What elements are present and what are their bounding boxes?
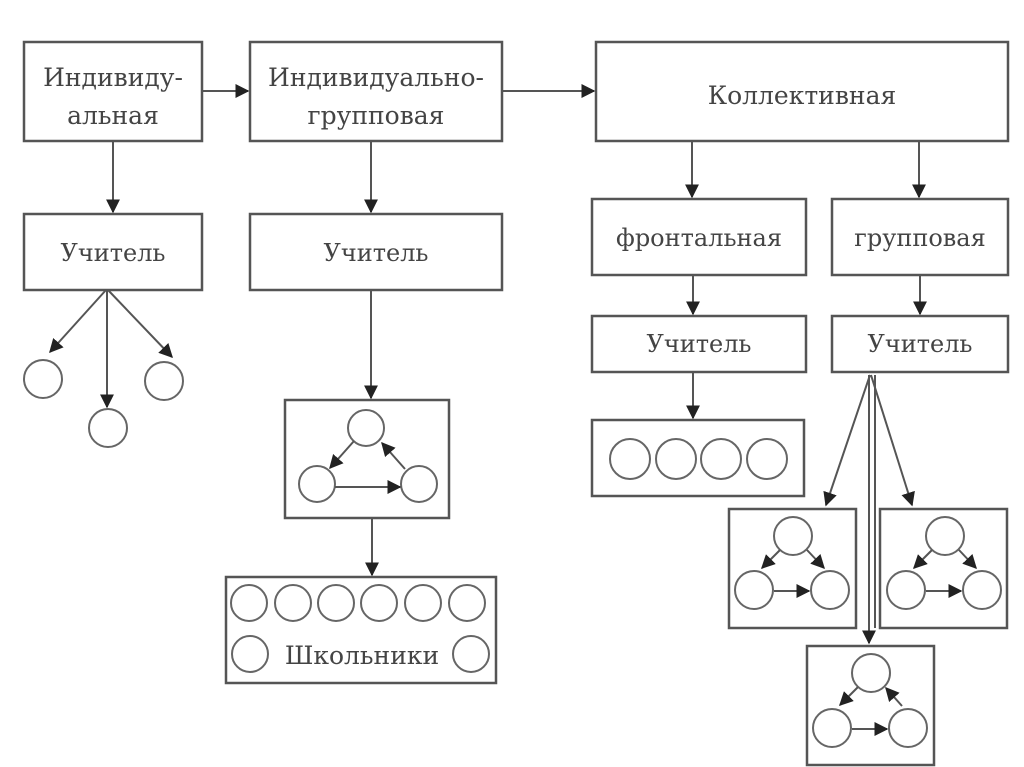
teacher-indiv-group-label: Учитель	[324, 239, 429, 267]
member-circle	[925, 516, 965, 556]
student-circle	[317, 584, 355, 622]
node-teacher-group: Учитель	[830, 314, 1010, 374]
student-circle	[230, 584, 268, 622]
member-circle	[812, 708, 852, 748]
student-circle	[746, 438, 788, 480]
node-teacher-indiv-group: Учитель	[248, 212, 504, 292]
student-circle	[360, 584, 398, 622]
student-circle	[452, 635, 490, 673]
triad-arrow	[329, 440, 355, 470]
member-circle	[347, 409, 385, 447]
student-circle	[655, 438, 697, 480]
member-circle	[851, 653, 891, 693]
student-circle	[404, 584, 442, 622]
node-individual-line1: Индивиду-	[43, 63, 183, 92]
member-circle	[400, 465, 438, 503]
triad-arrow	[806, 549, 825, 570]
arrow-teacher-to-student-1	[49, 289, 107, 354]
teacher-individual-label: Учитель	[61, 239, 166, 267]
triad-arrow	[381, 441, 406, 470]
node-individual: Индивиду- альная	[22, 40, 204, 143]
node-individual-line2: альная	[67, 101, 159, 130]
node-group: групповая	[830, 197, 1010, 277]
teacher-group-label: Учитель	[868, 330, 973, 358]
member-circle	[810, 570, 850, 610]
node-individual-group-line1: Индивидуально-	[268, 63, 484, 92]
student-circle	[144, 361, 184, 401]
student-circle	[448, 584, 486, 622]
subgroup-1	[727, 507, 858, 630]
triad-arrow	[958, 549, 977, 570]
student-circle	[231, 635, 269, 673]
node-individual-group: Индивидуально- групповая	[248, 40, 504, 143]
member-circle	[962, 570, 1002, 610]
frontal-label: фронтальная	[616, 224, 782, 252]
student-circle	[609, 438, 651, 480]
group-label: групповая	[854, 224, 985, 252]
student-circle	[274, 584, 312, 622]
triad-arrow	[913, 549, 933, 569]
member-circle	[734, 570, 774, 610]
node-students: Школьники	[224, 575, 498, 685]
node-frontal: фронтальная	[590, 197, 808, 277]
student-circle	[23, 359, 63, 399]
arrow-teacher-to-subgroup-2	[870, 374, 915, 507]
arrow-teacher-to-subgroup-1	[823, 374, 871, 507]
triad-arrow	[761, 549, 781, 569]
member-circle	[886, 570, 926, 610]
teacher-frontal-label: Учитель	[647, 330, 752, 358]
arrow-teacher-to-student-3	[107, 289, 173, 359]
node-collective: Коллективная	[594, 40, 1010, 143]
frontal-student-row	[590, 418, 806, 498]
member-circle	[773, 516, 813, 556]
student-circle	[700, 438, 742, 480]
node-collective-label: Коллективная	[708, 81, 897, 110]
student-circle	[88, 408, 128, 448]
node-teacher-frontal: Учитель	[590, 314, 808, 374]
triad-arrow	[885, 686, 903, 707]
member-circle	[888, 708, 928, 748]
subgroup-3	[805, 644, 936, 767]
triad-group	[283, 398, 451, 520]
students-label: Школьники	[285, 641, 439, 670]
subgroup-2	[878, 507, 1009, 630]
node-individual-group-line2: групповая	[308, 101, 445, 130]
node-teacher-individual: Учитель	[22, 212, 204, 292]
triad-arrow	[839, 686, 859, 706]
member-circle	[298, 465, 336, 503]
